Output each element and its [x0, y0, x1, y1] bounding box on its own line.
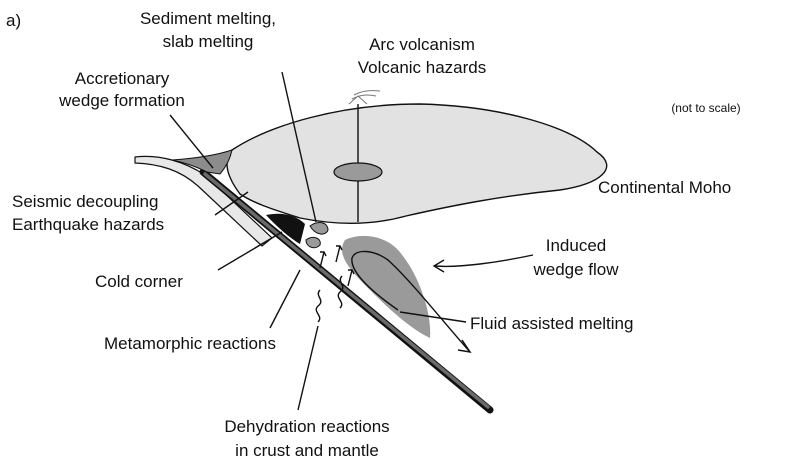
volcano-plume-icon [348, 90, 381, 105]
label-induced-line2: wedge flow [532, 260, 619, 279]
melt-blob-2 [305, 237, 321, 249]
leader-sediment [281, 71, 317, 223]
cold-corner [266, 213, 305, 244]
label-seismic-line1: Seismic decoupling [12, 192, 158, 211]
accretionary-wedge [171, 149, 233, 175]
label-cold-corner: Cold corner [95, 272, 183, 291]
label-arc-line1: Arc volcanism [369, 35, 475, 54]
label-accretionary-line1: Accretionary [75, 69, 170, 88]
dehydration-arrows [319, 245, 355, 287]
leader-accretionary [169, 114, 214, 169]
leader-dehydration [297, 325, 319, 411]
leader-seismic [214, 191, 249, 216]
leader-cold-corner [217, 231, 283, 271]
label-fluid: Fluid assisted melting [470, 314, 633, 333]
leader-induced-arrowhead-icon [432, 259, 445, 273]
leader-fluid [399, 311, 467, 323]
leader-metamorphic [269, 269, 301, 329]
continental-crust [226, 103, 608, 225]
label-induced-line1: Induced [546, 236, 607, 255]
melt-zone [342, 235, 431, 338]
subducting-slab-core [203, 172, 490, 409]
label-dehydration-line2: in crust and mantle [235, 441, 379, 460]
wedge-flow-arrow [351, 250, 471, 353]
label-accretionary-line2: wedge formation [58, 91, 185, 110]
label-sediment-line2: slab melting [163, 32, 254, 51]
panel-label: a) [6, 11, 21, 30]
melt-blob-1 [309, 222, 329, 235]
label-metamorphic: Metamorphic reactions [104, 334, 276, 353]
label-arc-line2: Volcanic hazards [358, 58, 487, 77]
magma-chamber [333, 162, 383, 182]
label-seismic-line2: Earthquake hazards [12, 215, 164, 234]
label-sediment-line1: Sediment melting, [140, 9, 276, 28]
leader-induced [434, 254, 534, 268]
scale-note: (not to scale) [671, 101, 740, 115]
dehydration-wave-1 [315, 289, 322, 323]
dehydration-wave-2 [337, 275, 344, 309]
label-moho: Continental Moho [598, 178, 731, 197]
label-dehydration-line1: Dehydration reactions [224, 417, 389, 436]
wedge-flow-arrowhead-icon [457, 339, 472, 354]
